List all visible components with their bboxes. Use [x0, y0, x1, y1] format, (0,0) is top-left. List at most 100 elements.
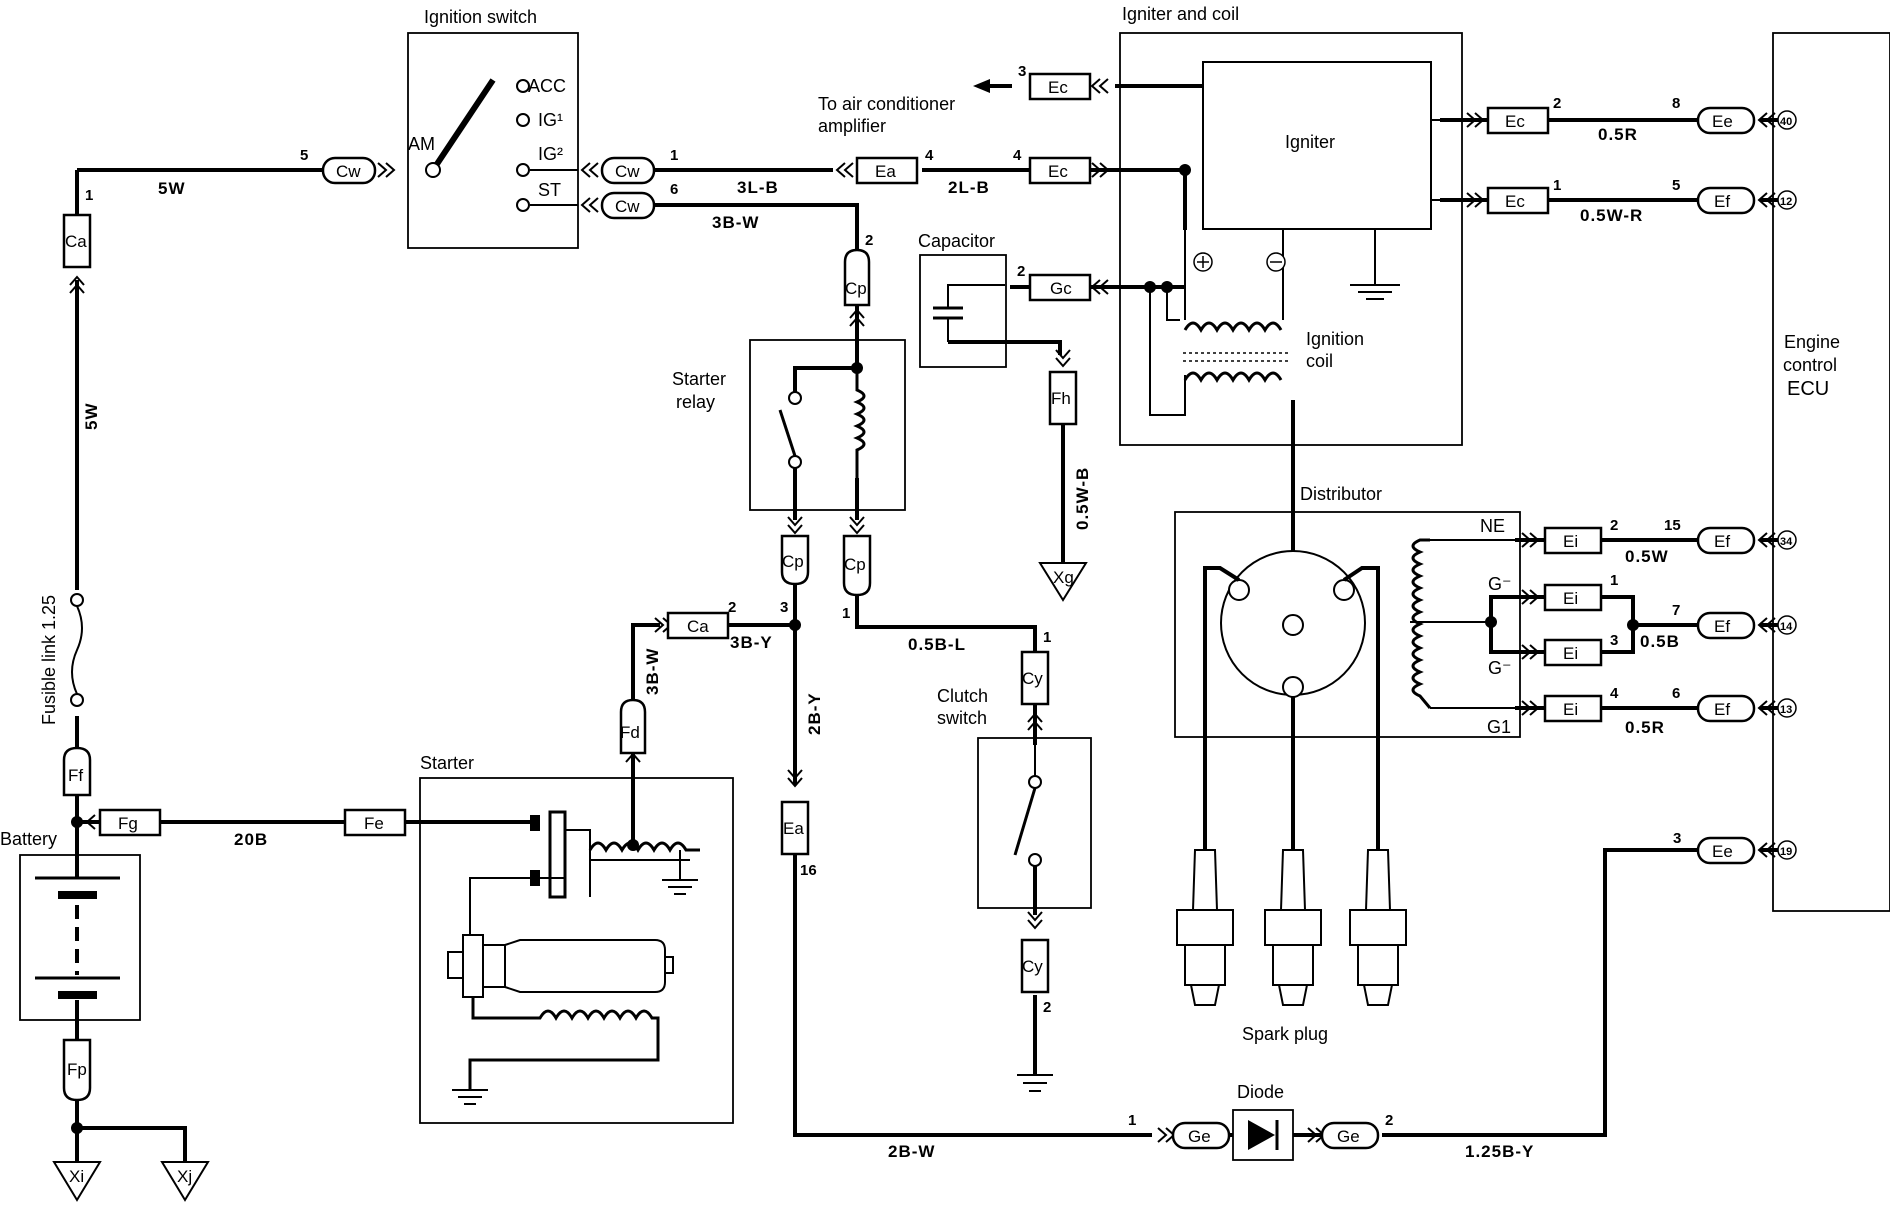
svg-text:Ff: Ff: [68, 766, 83, 785]
clutch-switch: Clutch switch: [937, 686, 1092, 1092]
pickup-coil: [1411, 538, 1432, 709]
junction-dot: [1627, 619, 1639, 631]
svg-text:Xg: Xg: [1053, 568, 1074, 587]
pin-ef7: 7: [1672, 602, 1680, 619]
svg-text:Ec: Ec: [1048, 78, 1068, 97]
clutch-switch-label-2: switch: [937, 708, 987, 728]
connector-ge-2: Ge: [1307, 1121, 1380, 1150]
starter-motor-ground-icon: [452, 1089, 488, 1105]
starter-motor-brush: [462, 934, 484, 998]
distributor-box: [1174, 511, 1521, 738]
pickup-coil-leads: [1410, 539, 1515, 709]
svg-text:Ec: Ec: [1505, 192, 1525, 211]
svg-text:Ea: Ea: [875, 162, 896, 181]
connector-fh: Fh: [1048, 349, 1078, 426]
ecu-terminal-34: 34: [1780, 536, 1793, 548]
connector-fg: Fg: [85, 808, 162, 837]
spark-plug-label: Spark plug: [1242, 1024, 1328, 1044]
ecu-terminals: 40 12 34 14 13 19: [1777, 110, 1797, 860]
junction-dot: [1485, 616, 1497, 628]
am-terminal: [425, 162, 441, 178]
svg-text:Xi: Xi: [69, 1167, 84, 1186]
starter-field-winding: [468, 997, 660, 1090]
pos-ig2: IG²: [538, 144, 563, 164]
wire-label-05wr: 0.5W-R: [1580, 206, 1643, 225]
svg-text:Cy: Cy: [1022, 669, 1043, 688]
starter-ground-icon: [662, 850, 698, 895]
coil-secondary-loop: [1149, 287, 1186, 416]
ground-xi: Xi: [52, 1161, 102, 1202]
connector-ee-8: Ee: [1696, 106, 1776, 135]
connector-ea-16: Ea: [780, 769, 810, 856]
relay-contact-lower: [788, 455, 802, 469]
starter-terminal-top: [530, 815, 540, 831]
ecu-box: [1772, 32, 1890, 912]
svg-text:Cp: Cp: [782, 552, 804, 571]
svg-text:Cw: Cw: [336, 162, 361, 181]
svg-text:Ei: Ei: [1563, 589, 1578, 608]
wire-label-3bw: 3B-W: [712, 213, 759, 232]
connectors: Cw Cw Cw Ea Ec Ec: [85, 72, 1776, 1150]
wire-label-2bw: 2B-W: [888, 1142, 935, 1161]
wire-g-lower: [1489, 622, 1545, 654]
svg-text:Ef: Ef: [1714, 532, 1730, 551]
connector-cw-5: Cw: [321, 156, 396, 185]
starter-relay-box: [749, 339, 906, 511]
connector-ei-3: Ei: [1521, 638, 1603, 667]
junction-dot: [1161, 281, 1173, 293]
wire-cap-to-fh: [948, 340, 1062, 355]
svg-text:Ei: Ei: [1563, 700, 1578, 719]
junction-dot: [1179, 164, 1191, 176]
clutch-contact-upper: [1028, 775, 1042, 789]
connector-ec-2: Ec: [1466, 106, 1550, 135]
dist-g-upper: G⁻: [1488, 574, 1512, 594]
wires: [75, 84, 1790, 1162]
pin-cw1: 1: [670, 147, 678, 164]
plus-icon-mark: [1197, 256, 1209, 268]
pin-ei1: 1: [1610, 572, 1618, 589]
pin-junction-3: 3: [780, 599, 788, 616]
svg-text:Gc: Gc: [1050, 279, 1072, 298]
pin-ec3: 3: [1018, 63, 1026, 80]
wire-igniter-plus: [1115, 168, 1187, 230]
connector-cp-top: Cp: [843, 248, 871, 327]
starter-motor-body: [504, 939, 666, 993]
spark-plugs: Spark plug: [1176, 849, 1407, 1044]
wire-label-05r-bot: 0.5R: [1625, 718, 1665, 737]
ecu-terminal-40: 40: [1780, 116, 1792, 128]
pin-ee3: 3: [1673, 830, 1681, 847]
clutch-switch-arm: [1013, 787, 1037, 856]
connector-ef-7: Ef: [1696, 611, 1776, 640]
starter-label: Starter: [420, 753, 474, 773]
pin-ge1: 1: [1128, 1112, 1136, 1129]
coil-secondary-winding: [1183, 371, 1283, 384]
wire-2by: [793, 845, 1152, 1137]
wire-label-125by: 1.25B-Y: [1465, 1142, 1534, 1161]
igniter-and-coil-label: Igniter and coil: [1122, 4, 1239, 24]
ig1-terminal: [516, 113, 530, 127]
connector-cw-1: Cw: [580, 156, 656, 185]
wire-label-3lb: 3L-B: [737, 178, 779, 197]
svg-text:Fe: Fe: [364, 814, 384, 833]
starter-terminal-mid: [530, 870, 540, 886]
relay-switch-arm: [778, 409, 797, 457]
dist-ne: NE: [1480, 516, 1505, 536]
junction-dots: [71, 164, 1639, 1134]
clutch-switch-label-1: Clutch: [937, 686, 988, 706]
wire-label-05b: 0.5B: [1640, 632, 1680, 651]
diode: Diode: [1232, 1082, 1294, 1161]
pin-cy1: 1: [1043, 629, 1051, 646]
connector-ff: Ff: [62, 746, 92, 797]
svg-text:Cp: Cp: [845, 279, 867, 298]
fusible-link-label: Fusible link 1.25: [39, 595, 59, 725]
svg-text:Fd: Fd: [620, 723, 640, 742]
svg-text:Cw: Cw: [615, 162, 640, 181]
spark-plug-leads: [1203, 566, 1380, 850]
pin-ea16: 16: [800, 862, 817, 879]
connector-fe: Fe: [343, 808, 407, 837]
connector-ei-2: Ei: [1521, 526, 1603, 555]
wire-ca-to-fd: [631, 623, 660, 700]
ignition-switch: Ignition switch ACC IG¹ IG² ST AM: [407, 7, 579, 249]
connector-fp: Fp: [62, 1038, 92, 1102]
connector-cy-1: Cy: [1020, 650, 1050, 731]
